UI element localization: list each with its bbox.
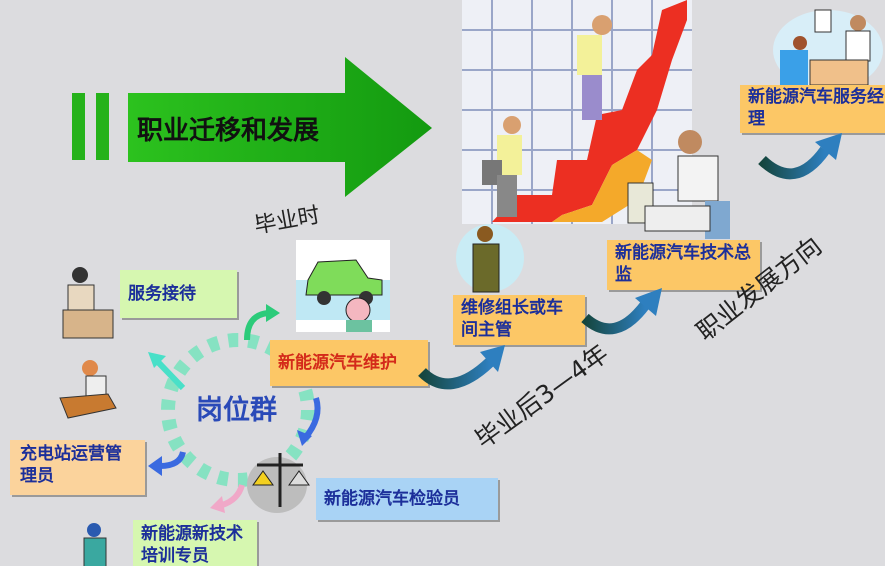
arrow-leader-to-director (581, 288, 662, 335)
arrow-to-training (220, 484, 245, 508)
ring-arrows (148, 304, 321, 513)
arrow-to-charging (159, 451, 186, 469)
technician-clipart (627, 130, 730, 239)
role-repair-leader: 维修组长或车间主管 (453, 295, 585, 345)
career-diagram: 职业迁移和发展 毕业时 岗位群 (0, 0, 885, 566)
arrow-to-reception (155, 359, 186, 391)
arrow-director-to-manager (758, 133, 842, 180)
role-tech-director: 新能源汽车技术总监 (607, 240, 760, 290)
role-service-reception: 服务接待 (120, 270, 237, 318)
phone-operator-clipart (59, 360, 117, 419)
role-ev-inspector: 新能源汽车检验员 (316, 478, 498, 520)
role-training-specialist: 新能源新技术培训专员 (133, 520, 257, 566)
receptionist-clipart (62, 267, 114, 339)
role-service-manager: 新能源汽车服务经理 (740, 85, 885, 133)
mechanic-clipart (456, 224, 524, 293)
arrow-to-maintenance (244, 310, 269, 341)
car-repair-clipart (296, 240, 390, 332)
trainer-clipart (83, 523, 107, 566)
scales-clipart (247, 453, 310, 513)
progression-arrows (418, 133, 842, 390)
role-ev-maintenance: 新能源汽车维护 (270, 340, 428, 386)
banner-title: 职业迁移和发展 (137, 116, 320, 146)
banner-arrow (72, 57, 432, 197)
stair-climb-illustration (462, 0, 692, 224)
job-group-ring (161, 333, 315, 487)
role-charging-station: 充电站运营管理员 (10, 440, 145, 495)
job-group-label: 岗位群 (196, 395, 277, 426)
arrow-maintenance-to-leader (418, 345, 505, 390)
manager-office-clipart (773, 9, 883, 90)
